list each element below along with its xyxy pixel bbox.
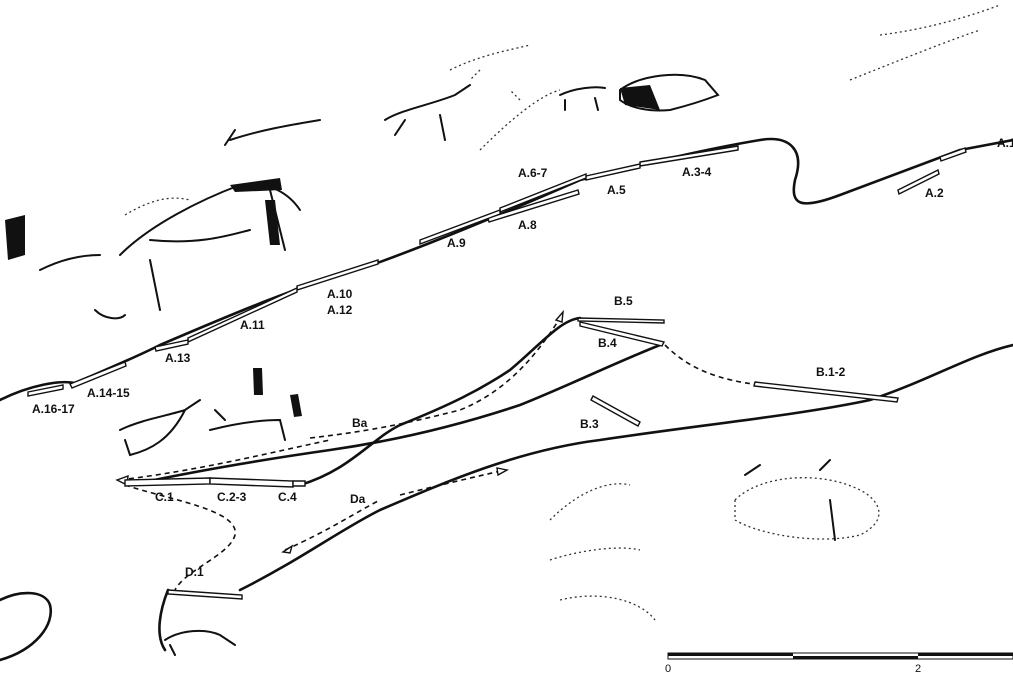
label-b1-2: B.1-2 [816,365,846,379]
b12-route [664,344,761,386]
label-d1: D.1 [185,565,204,579]
animal-sketch-1 [449,44,531,81]
middle-wall [128,343,662,487]
label-a13: A.13 [165,351,191,365]
label-a5: A.5 [607,183,626,197]
label-a2: A.2 [925,186,944,200]
label-ba: Ba [352,416,368,430]
antlers-lower-right [744,459,836,541]
lower-wall [238,343,1013,592]
animal-sketch-lower-right [734,477,880,540]
label-a12: A.12 [327,303,353,317]
black-signs-center [253,368,302,417]
ba-route [119,317,561,481]
label-b5: B.5 [614,294,633,308]
d1-route [124,484,236,591]
animal-sketch-2 [479,89,561,151]
label-da: Da [350,492,366,506]
bison-figure [619,73,720,112]
deer-figures-left [39,254,161,320]
left-chamber-wall [0,591,53,662]
label-a10: A.10 [327,287,353,301]
animal-sketches-lower [549,483,656,621]
animal-figure-bottom [164,629,236,656]
deer-figure-1 [384,84,471,141]
label-a16-17: A.16-17 [32,402,75,416]
black-sign-left [5,215,25,260]
scale-bar [667,652,1013,660]
label-a11: A.11 [240,318,265,332]
label-c2-3: C.2-3 [217,490,247,504]
label-c1: C.1 [155,490,174,504]
inner-wall [298,316,582,487]
deer-figure-4 [119,399,201,457]
label-a14-15: A.14-15 [87,386,130,400]
label-a1: A.1 [997,136,1013,150]
label-a6-7: A.6-7 [518,166,548,180]
panels [27,145,967,600]
arrow-head-b5 [554,309,564,323]
deer-figure-5 [209,409,286,441]
arrow-head-da-right [496,467,510,477]
label-b4: B.4 [598,336,617,350]
label-c4: C.4 [278,490,297,504]
animal-figures [5,4,1001,656]
scale-label-0: 0 [665,663,672,675]
deer-figure-3 [224,119,321,146]
arrow-head-da-left [281,544,294,554]
label-a3-4: A.3-4 [682,165,712,179]
animal-sketch-top-right [849,4,1001,81]
label-a9: A.9 [447,236,466,250]
scale-label-2: 2 [915,663,922,675]
label-a8: A.8 [518,218,537,232]
d-passage-wall [158,588,170,652]
label-b3: B.3 [580,417,599,431]
deer-figure-2 [559,86,606,111]
da-route [284,469,506,551]
